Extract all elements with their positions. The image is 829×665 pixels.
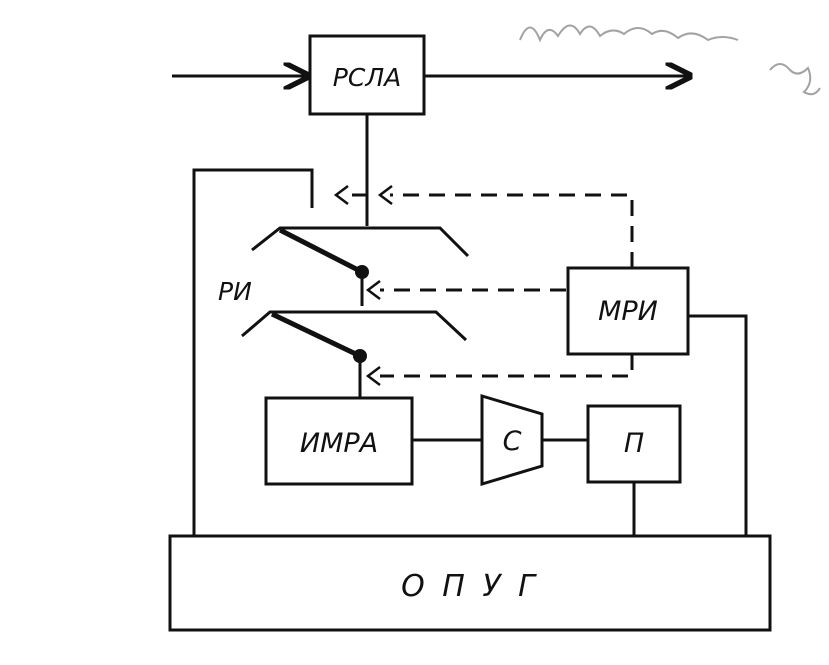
imra-label: ИМРА xyxy=(300,428,378,459)
dashed-arrowhead-top-1 xyxy=(377,185,393,205)
ri-label: РИ xyxy=(218,277,252,306)
mri-label: МРИ xyxy=(598,296,658,327)
dashed-arrowhead-bottom xyxy=(365,366,381,386)
s-block: С xyxy=(480,393,544,487)
handwritten-scribble xyxy=(519,24,821,96)
opug-label: О П У Г xyxy=(401,569,539,604)
dashed-arrowhead-top-2 xyxy=(333,185,349,205)
dashed-arrowhead-mid xyxy=(365,280,381,300)
mri-block: МРИ xyxy=(566,266,690,356)
mri-dashed-top xyxy=(390,193,634,268)
mri-dashed-bottom xyxy=(380,354,634,378)
ri-switch-upper xyxy=(251,226,470,306)
left-bus-line xyxy=(192,168,314,540)
ri-switch-lower xyxy=(241,310,468,398)
rsla-block: РСЛА xyxy=(308,34,426,116)
p-block: П xyxy=(586,404,682,484)
imra-block: ИМРА xyxy=(264,396,414,486)
opug-block: О П У Г xyxy=(168,534,772,632)
p-label: П xyxy=(624,428,644,459)
mri-opug-line xyxy=(688,314,748,540)
rsla-label: РСЛА xyxy=(333,63,401,92)
s-label: С xyxy=(503,426,522,457)
